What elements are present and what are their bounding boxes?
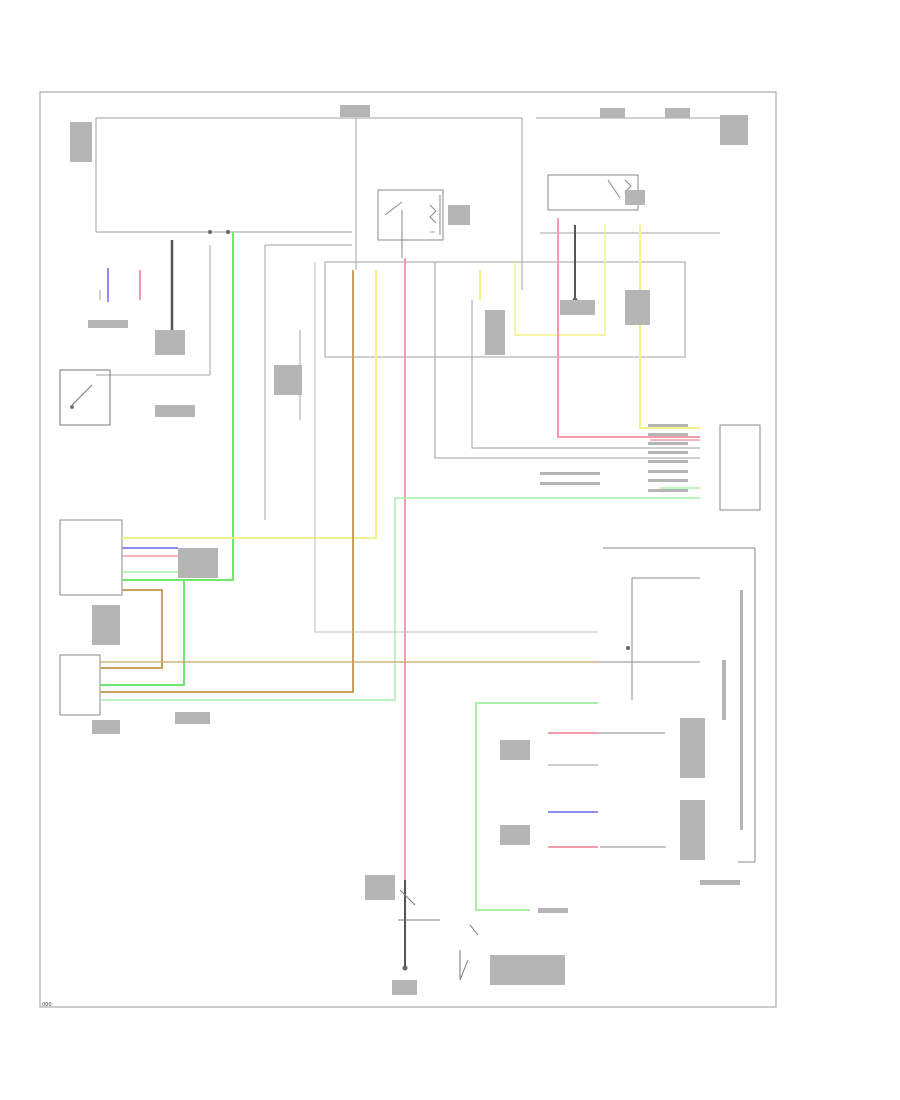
- wire-green-left-2: [100, 580, 185, 686]
- bottom-switch: [398, 889, 479, 981]
- wire-yellow-relay: [514, 225, 606, 336]
- wire-tan-2: [100, 270, 354, 693]
- relay-center: [377, 189, 444, 258]
- wire-gray-long: [314, 262, 598, 633]
- diagram-footer-id: 000: [42, 1002, 52, 1008]
- connection-dots: [208, 230, 630, 971]
- wire-lightgreen-lower: [475, 702, 598, 911]
- diagram-border: [39, 91, 777, 1008]
- wire-gray-harness-2: [471, 300, 700, 449]
- wire-yellow-left: [122, 270, 377, 539]
- relay-right: [547, 174, 639, 211]
- wire-yellow-right: [639, 225, 700, 429]
- wire-pink-right: [557, 218, 700, 438]
- switch-left: [59, 369, 111, 426]
- wire-lightgreen-long: [100, 497, 700, 701]
- wire-green-left: [122, 232, 234, 581]
- module-upper-left: [59, 519, 123, 596]
- wire-gray-harness: [434, 262, 700, 459]
- harness-marks: [70, 105, 748, 995]
- control-unit-right: [603, 424, 761, 863]
- wire-tan-1: [100, 589, 163, 669]
- module-lower-left: [59, 654, 101, 716]
